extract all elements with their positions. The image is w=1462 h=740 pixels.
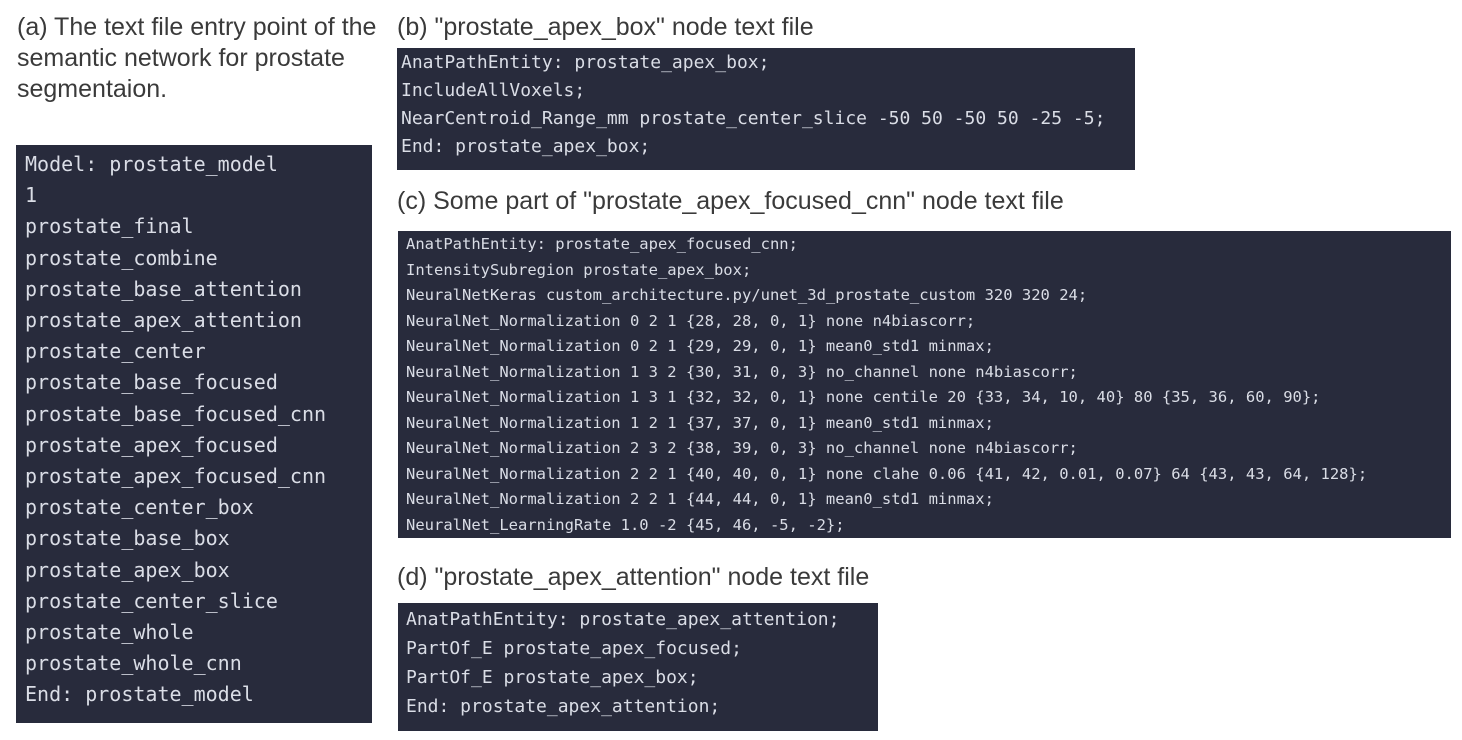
code-line: prostate_base_box [25,526,230,551]
code-line: prostate_center_box [25,495,254,520]
code-line: NeuralNet_Normalization 1 3 1 {32, 32, 0… [406,388,1321,406]
code-line: prostate_apex_focused [25,432,278,457]
code-line: NeuralNet_Normalization 2 2 1 {40, 40, 0… [406,464,1368,483]
code-line: End: prostate_apex_box; [401,136,651,157]
code-line: IntensitySubregion prostate_apex_box; [406,260,752,279]
code-line: prostate_final [25,214,194,239]
panel-b-caption: (b) "prostate_apex_box" node text file [397,13,814,41]
panel-d-caption: (d) "prostate_apex_attention" node text … [397,563,870,591]
panel-c-code-block: AnatPathEntity: prostate_apex_focused_cn… [398,231,1451,538]
code-line: NeuralNet_LearningRate 1.0 -2 {45, 46, -… [406,515,845,534]
code-line: prostate_combine [25,245,218,270]
code-line: prostate_base_focused [25,370,278,395]
panel-c-caption: (c) Some part of "prostate_apex_focused_… [397,187,1064,215]
code-line: NearCentroid_Range_mm prostate_center_sl… [401,108,1106,129]
code-line: NeuralNet_Normalization 2 3 2 {38, 39, 0… [406,439,1078,457]
code-line: NeuralNet_Normalization 2 2 1 {44, 44, 0… [406,490,994,508]
code-line: prostate_apex_box [25,557,230,582]
code-line: AnatPathEntity: prostate_apex_attention; [406,609,840,630]
code-line: NeuralNet_Normalization 0 2 1 {28, 28, 0… [406,311,976,330]
panel-d-code-block: AnatPathEntity: prostate_apex_attention;… [398,603,878,731]
code-line: prostate_base_attention [25,276,302,301]
code-line: NeuralNetKeras custom_architecture.py/un… [406,286,1088,304]
code-line: prostate_center_slice [25,588,278,613]
panel-a-caption: (a) The text file entry point of the sem… [17,13,384,103]
code-line: NeuralNet_Normalization 1 2 1 {37, 37, 0… [406,413,994,432]
code-line: PartOf_E prostate_apex_box; [406,667,699,688]
code-line: prostate_whole_cnn [25,651,242,676]
code-line: prostate_center [25,339,206,364]
code-line: prostate_apex_focused_cnn [25,464,327,489]
code-line: prostate_whole [25,620,194,645]
code-line: Model: prostate_model [25,152,278,176]
code-line: PartOf_E prostate_apex_focused; [406,638,742,659]
code-line: 1 [25,183,38,208]
code-line: NeuralNet_Normalization 1 3 2 {30, 31, 0… [406,362,1078,381]
panel-b-code-block: AnatPathEntity: prostate_apex_box; Includ… [397,48,1135,170]
code-line: NeuralNet_Normalization 0 2 1 {29, 29, 0… [406,337,994,355]
code-line: End: prostate_model [25,682,254,707]
code-line: End: prostate_apex_attention; [406,696,721,717]
code-line: prostate_apex_attention [25,308,302,333]
code-line: AnatPathEntity: prostate_apex_box; [401,52,770,73]
code-line: IncludeAllVoxels; [401,80,586,101]
code-line: prostate_base_focused_cnn [25,401,327,426]
code-line: AnatPathEntity: prostate_apex_focused_cn… [406,235,798,253]
